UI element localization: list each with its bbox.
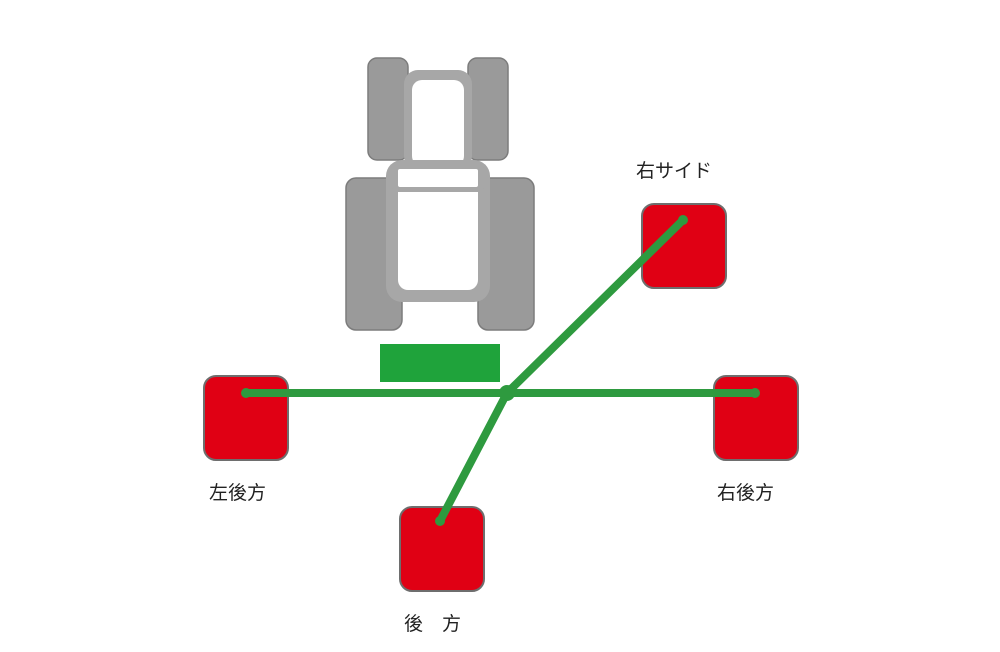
label-rear: 後 方 bbox=[404, 613, 462, 635]
arm-end-right-rear bbox=[750, 388, 760, 398]
mount-bar bbox=[380, 344, 500, 382]
arm-end-rear bbox=[435, 516, 445, 526]
label-right-side: 右サイド bbox=[636, 160, 713, 182]
mower-unit-right-side bbox=[641, 203, 727, 289]
arm-end-left-rear bbox=[241, 388, 251, 398]
front-left-tire bbox=[367, 57, 409, 161]
tractor-hood-inner bbox=[412, 80, 464, 166]
label-right-rear: 右後方 bbox=[717, 482, 775, 504]
tractor-top-view bbox=[345, 57, 535, 331]
pivot-joint bbox=[499, 385, 515, 401]
label-left-rear: 左後方 bbox=[209, 482, 267, 504]
arm-to-rear bbox=[436, 389, 511, 525]
arm-to-right-side bbox=[503, 216, 687, 397]
arm-end-right-side bbox=[678, 215, 688, 225]
front-right-tire bbox=[467, 57, 509, 161]
cabin-front-bar-inner bbox=[398, 169, 478, 187]
tractor-cabin bbox=[398, 168, 478, 290]
mower-unit-rear bbox=[399, 506, 485, 592]
